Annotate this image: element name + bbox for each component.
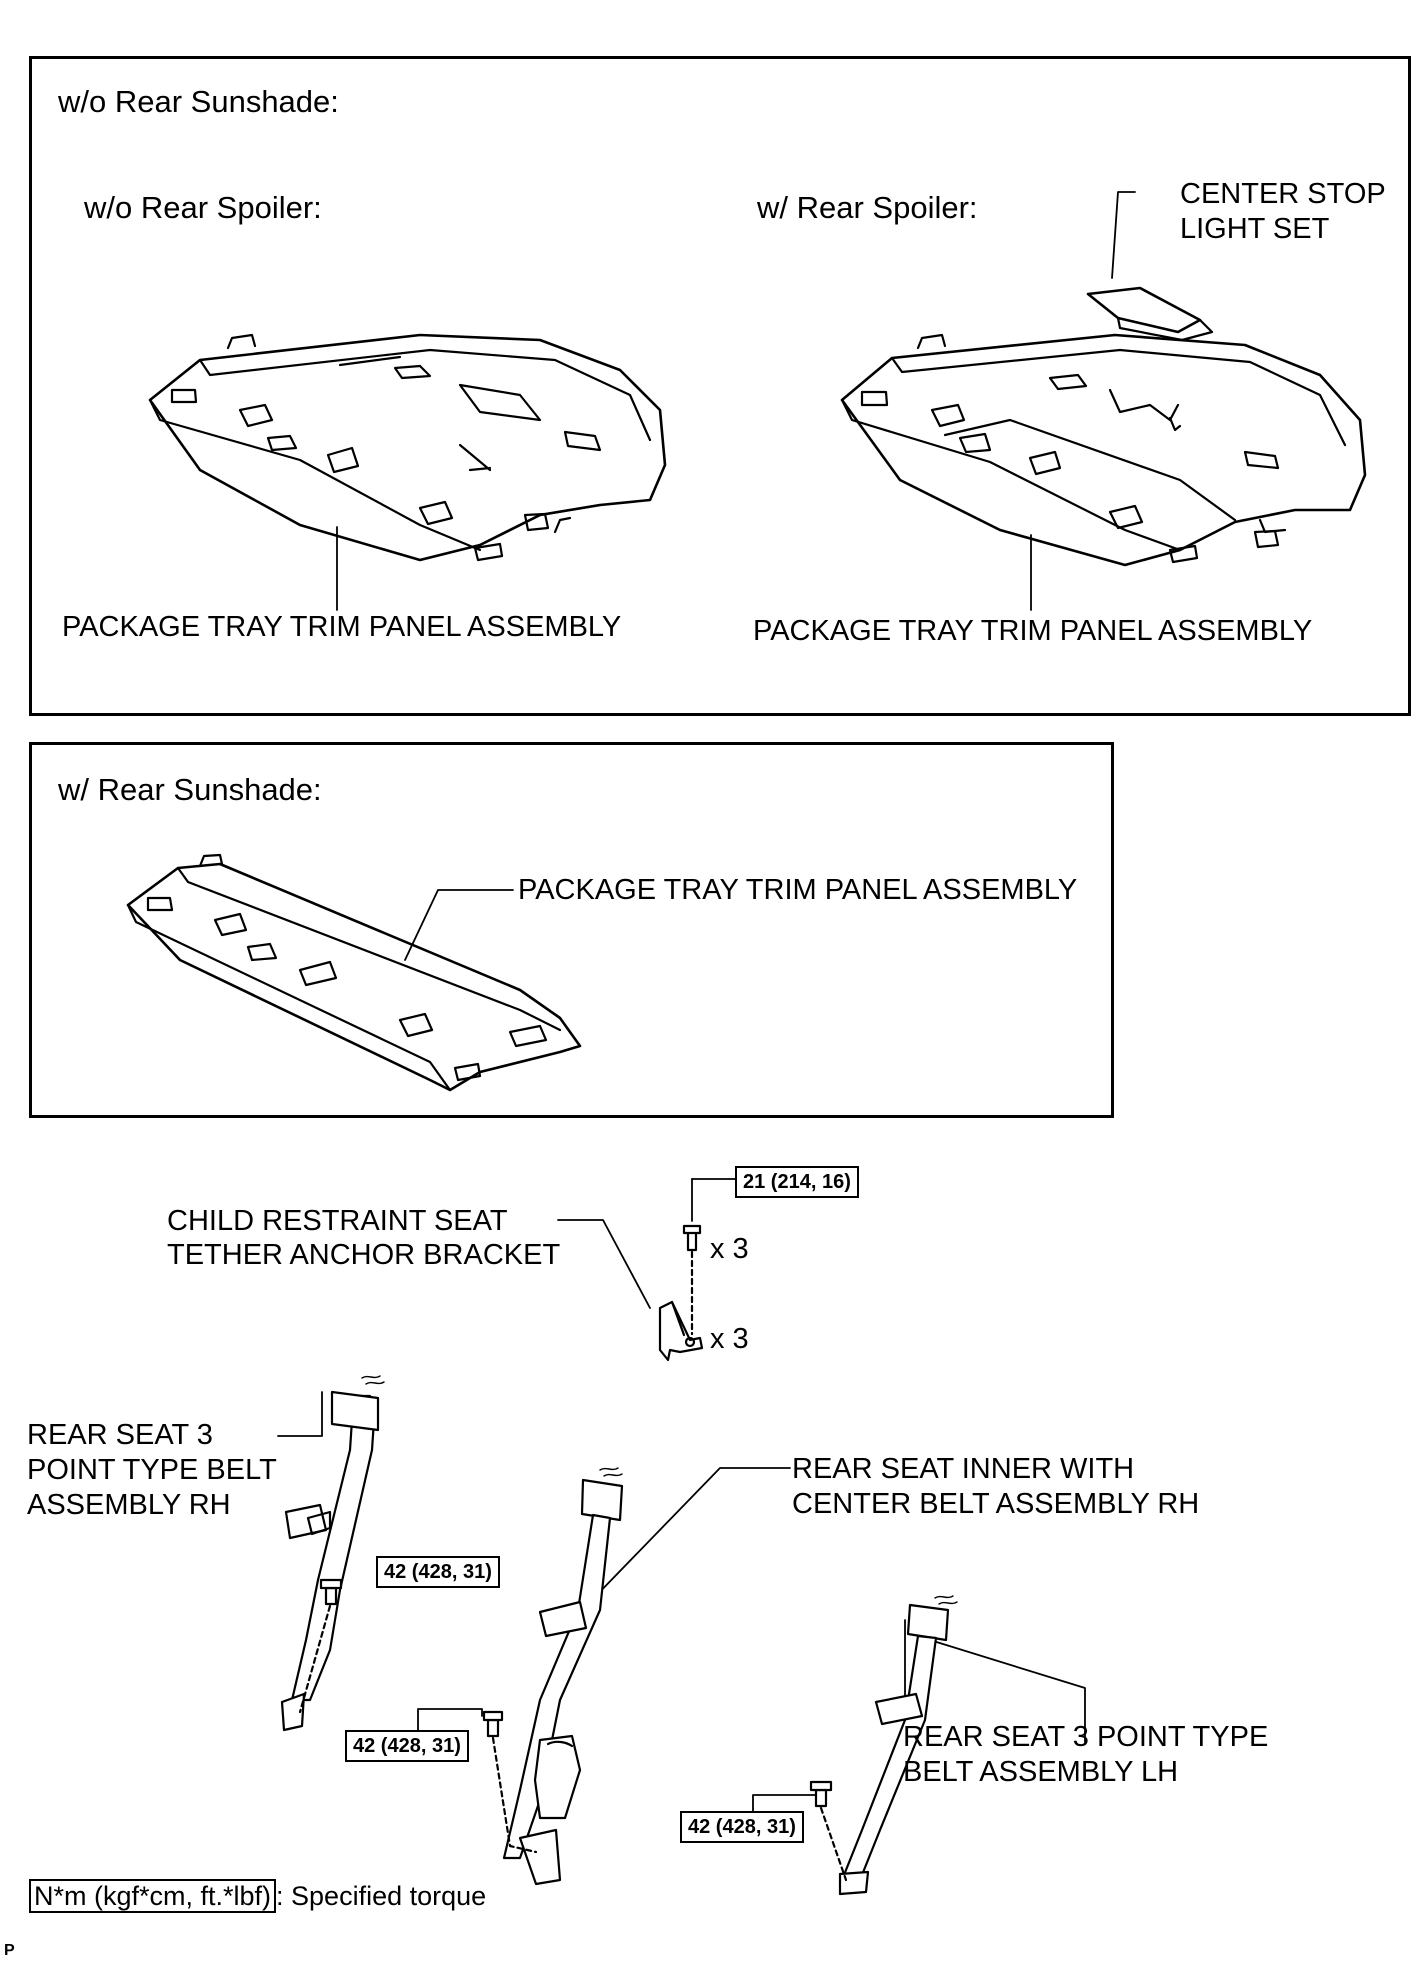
label-lh-1: REAR SEAT 3 POINT TYPE [903, 1721, 1269, 1753]
torque-box-rh-outer: 42 (428, 31) [376, 1556, 500, 1588]
tether-anchor-bracket [658, 1224, 704, 1362]
package-tray-panel-with-sunshade [126, 853, 582, 1092]
label-tether-1: CHILD RESTRAINT SEAT [167, 1205, 508, 1237]
header-without-sunshade: w/o Rear Sunshade: [58, 84, 339, 119]
rear-seat-outer-belt-rh [280, 1375, 385, 1732]
label-rh-outer-2: POINT TYPE BELT [27, 1454, 277, 1486]
legend-unit-box: N*m (kgf*cm, ft.*lbf) [29, 1879, 277, 1913]
header-with-sunshade: w/ Rear Sunshade: [58, 772, 322, 807]
label-rh-outer-1: REAR SEAT 3 [27, 1419, 213, 1451]
label-lh-2: BELT ASSEMBLY LH [903, 1756, 1179, 1788]
panel-without-sunshade-frame [29, 56, 1411, 716]
label-tray-no-spoiler: PACKAGE TRAY TRIM PANEL ASSEMBLY [62, 611, 622, 643]
rear-seat-outer-belt-lh [809, 1595, 958, 1896]
torque-legend: N*m (kgf*cm, ft.*lbf): Specified torque [29, 1879, 487, 1913]
panel-with-sunshade-frame [29, 742, 1114, 1118]
rear-seat-inner-center-belt-rh [482, 1467, 624, 1886]
qty-bracket: x 3 [710, 1323, 749, 1355]
torque-box-lh: 42 (428, 31) [680, 1811, 804, 1843]
subheader-without-spoiler: w/o Rear Spoiler: [84, 190, 322, 225]
subheader-with-spoiler: w/ Rear Spoiler: [757, 190, 978, 225]
label-stop-light-1: CENTER STOP [1180, 178, 1386, 210]
center-stop-light-set [1086, 286, 1214, 342]
torque-box-tether: 21 (214, 16) [735, 1166, 859, 1198]
label-inner-2: CENTER BELT ASSEMBLY RH [792, 1488, 1200, 1520]
label-rh-outer-3: ASSEMBLY RH [27, 1489, 231, 1521]
legend-text: : Specified torque [276, 1881, 487, 1911]
label-inner-1: REAR SEAT INNER WITH [792, 1453, 1135, 1485]
label-tray-with-sunshade: PACKAGE TRAY TRIM PANEL ASSEMBLY [518, 874, 1078, 906]
label-tether-2: TETHER ANCHOR BRACKET [167, 1239, 561, 1271]
corner-mark: P [4, 1942, 15, 1959]
torque-box-inner: 42 (428, 31) [345, 1730, 469, 1762]
label-stop-light-2: LIGHT SET [1180, 213, 1330, 245]
label-tray-with-spoiler: PACKAGE TRAY TRIM PANEL ASSEMBLY [753, 615, 1313, 647]
qty-bolt: x 3 [710, 1233, 749, 1265]
package-tray-panel-with-spoiler [840, 333, 1367, 567]
package-tray-panel-no-spoiler [148, 333, 667, 562]
